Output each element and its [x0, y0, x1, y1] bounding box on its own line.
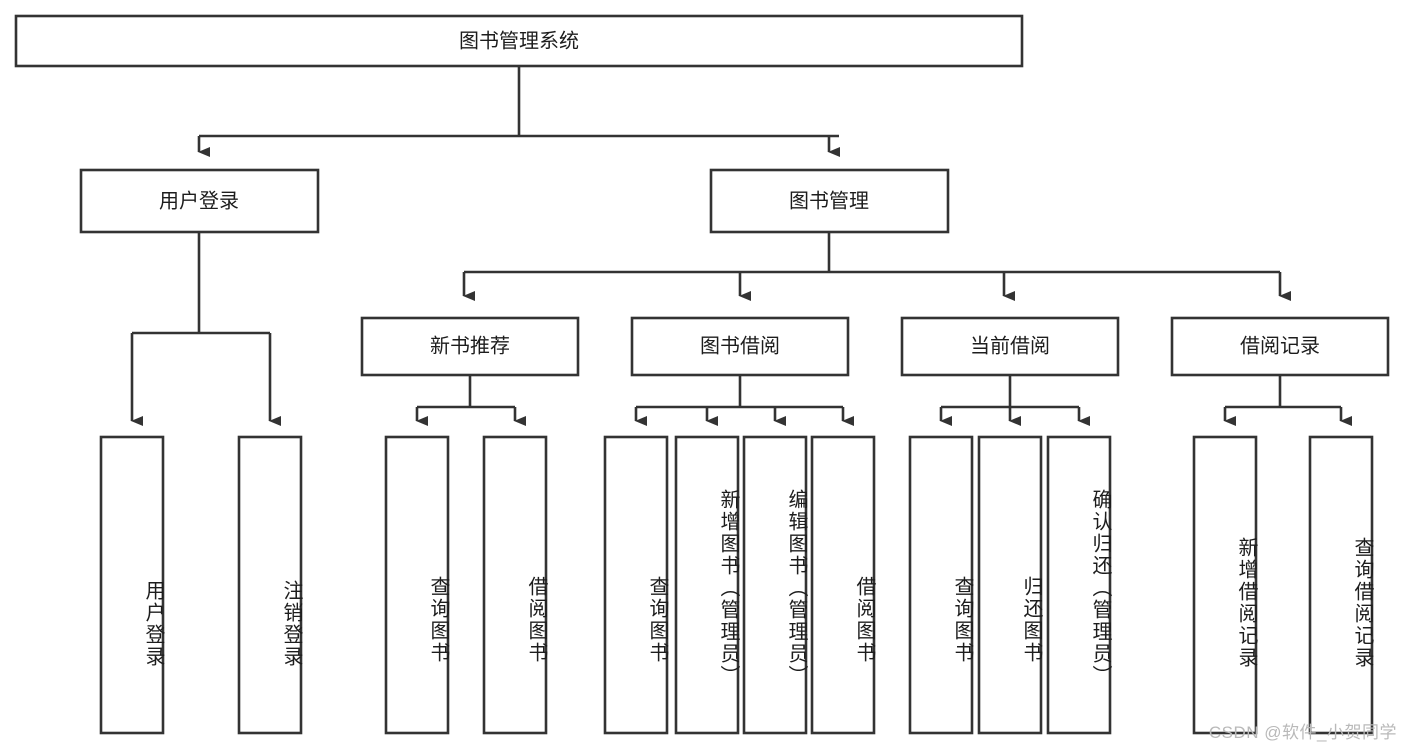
- node-current-borrow-label: 当前借阅: [970, 334, 1050, 357]
- leaf-box-query-book-recommend[interactable]: [384, 435, 450, 735]
- node-borrow-record[interactable]: 借阅记录: [1170, 316, 1390, 377]
- node-root-system[interactable]: 图书管理系统: [14, 14, 1024, 68]
- connector-newbook-to-leaves: [415, 375, 526, 426]
- leaf-box-query-borrow-record[interactable]: [1308, 435, 1374, 735]
- leaf-box-borrow-book[interactable]: [810, 435, 876, 735]
- node-user-login[interactable]: 用户登录: [79, 168, 320, 234]
- node-new-book-recommend[interactable]: 新书推荐: [360, 316, 580, 377]
- node-root-system-label: 图书管理系统: [459, 29, 579, 52]
- csdn-watermark: CSDN @软件_小贺同学: [1208, 723, 1397, 742]
- node-book-management-label: 图书管理: [789, 189, 869, 212]
- leaf-box-user-login[interactable]: [99, 435, 165, 735]
- node-new-book-recommend-label: 新书推荐: [430, 334, 510, 357]
- leaf-box-query-book-borrow[interactable]: [603, 435, 669, 735]
- leaf-box-logout[interactable]: [237, 435, 303, 735]
- leaf-box-edit-book-admin[interactable]: [742, 435, 808, 735]
- leaf-box-add-borrow-record[interactable]: [1192, 435, 1258, 735]
- connector-userlogin-to-leaves: [130, 232, 281, 426]
- node-book-borrow-label: 图书借阅: [700, 334, 780, 357]
- connector-borrowrecord-to-leaves: [1223, 375, 1352, 426]
- node-current-borrow[interactable]: 当前借阅: [900, 316, 1120, 377]
- node-book-management[interactable]: 图书管理: [709, 168, 950, 234]
- node-user-login-label: 用户登录: [159, 189, 239, 212]
- connector-bookborrow-to-leaves: [634, 375, 854, 426]
- node-borrow-record-label: 借阅记录: [1240, 334, 1320, 357]
- leaf-box-confirm-return-admin[interactable]: [1046, 435, 1112, 735]
- leaf-box-query-book-current[interactable]: [908, 435, 974, 735]
- connector-bookmgmt-to-level3: [462, 232, 1291, 301]
- node-book-borrow[interactable]: 图书借阅: [630, 316, 850, 377]
- leaf-box-add-book-admin[interactable]: [674, 435, 740, 735]
- leaf-box-borrow-book-recommend[interactable]: [482, 435, 548, 735]
- leaf-box-return-book[interactable]: [977, 435, 1043, 735]
- connector-root-to-level2: [197, 66, 840, 157]
- connector-currentborrow-to-leaves: [939, 375, 1090, 426]
